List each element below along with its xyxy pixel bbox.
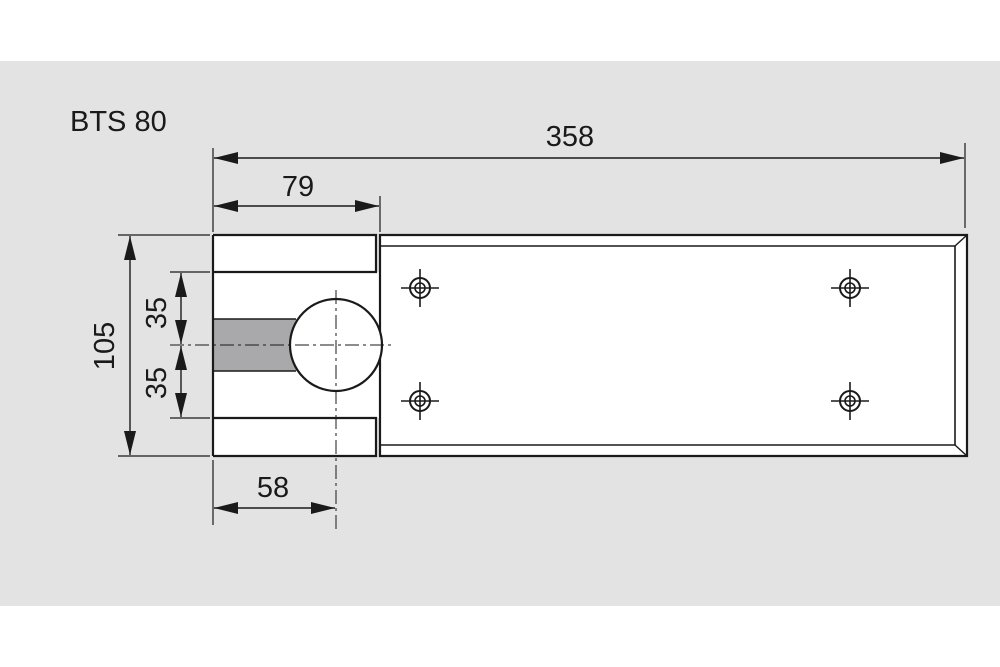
mounting-holes — [401, 269, 869, 420]
dimension-lines — [124, 152, 964, 514]
mounting-hole-icon — [831, 269, 869, 307]
dim-label-35-lower: 35 — [141, 367, 173, 399]
mounting-hole-icon — [401, 382, 439, 420]
dim-label-358: 358 — [546, 121, 594, 153]
centerlines — [170, 290, 395, 532]
dim-label-105: 105 — [89, 322, 121, 370]
model-title: BTS 80 — [70, 106, 167, 138]
dim-label-79: 79 — [282, 171, 314, 203]
extension-lines — [118, 143, 966, 525]
mounting-hole-icon — [831, 382, 869, 420]
mounting-hole-icon — [401, 269, 439, 307]
dim-label-35-upper: 35 — [141, 297, 173, 329]
dim-label-58: 58 — [257, 472, 289, 504]
